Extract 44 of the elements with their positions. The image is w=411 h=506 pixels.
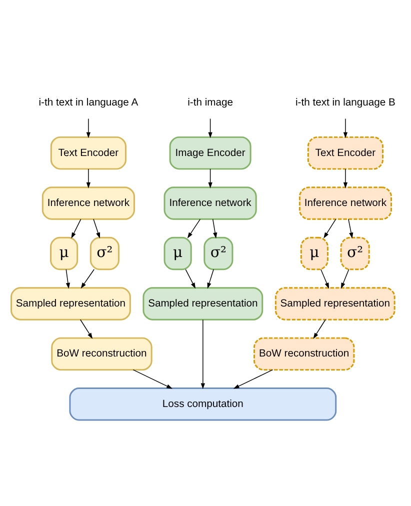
arrow [340,268,350,288]
node-box: σ² [204,236,234,270]
arrow [66,268,70,288]
node-box: Loss computation [69,387,337,420]
node-box: Inference network [298,186,392,220]
node-box: Inference network [164,186,257,220]
arrow [71,218,82,238]
node-text: i-th image [188,97,233,108]
arrow [86,168,91,188]
arrow [208,168,212,188]
arrow [343,168,348,188]
arrow [80,268,94,288]
node-box: Text Encoder [307,136,384,170]
node-text: i-th text in language A [38,97,138,108]
node-text: i-th text in language B [296,97,396,108]
arrow [348,218,354,238]
arrow [208,118,212,138]
node-box: μ [164,236,192,270]
arrow [86,118,91,138]
node-box: μ [300,236,328,270]
node-box: σ² [340,236,370,270]
node-box: Image Encoder [169,136,252,170]
node-box: Sampled representation [142,286,264,320]
arrow [132,368,172,388]
arrow [320,268,330,288]
node-box: μ [50,236,78,270]
arrow [324,218,336,238]
arrow [343,118,348,138]
arrow [212,218,218,238]
node-box: Sampled representation [10,286,131,320]
arrow [93,218,100,238]
node-box: σ² [90,236,120,270]
node-box: BoW reconstruction [51,336,152,370]
arrow [207,268,214,288]
node-box: Sampled representation [274,286,396,320]
arrow [185,268,196,288]
node-box: BoW reconstruction [254,336,355,370]
arrow [187,218,201,238]
node-box: Inference network [42,186,135,220]
arrow [80,318,93,338]
arrow [313,318,326,338]
arrow [200,318,205,389]
node-box: Text Encoder [50,136,126,170]
arrow [233,368,273,388]
